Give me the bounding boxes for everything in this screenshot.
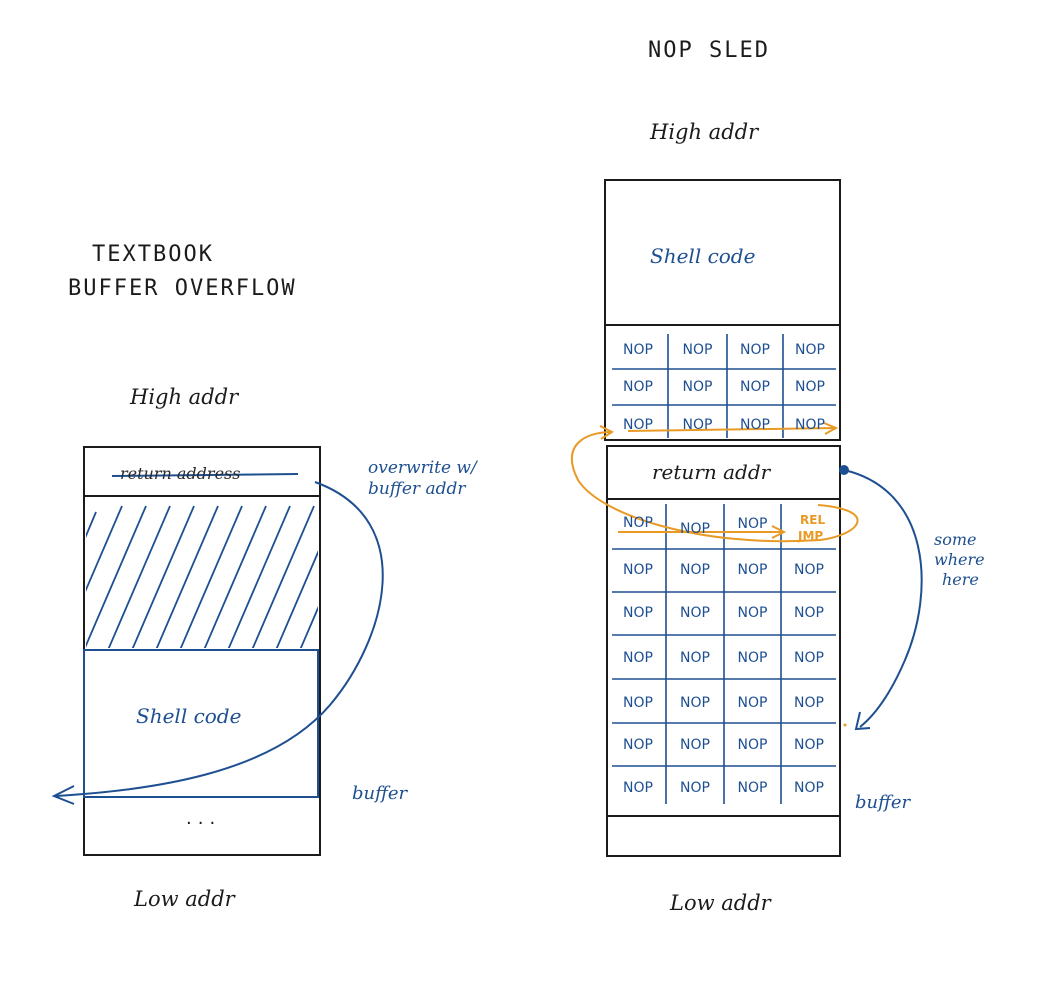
- nop-cell: NOP: [680, 780, 710, 796]
- jmp-label: JMP: [798, 529, 824, 543]
- nop-cell: NOP: [623, 342, 653, 358]
- left-title-line1: TEXTBOOK: [92, 242, 214, 267]
- right-bottom-nop-grid: [612, 504, 836, 804]
- nop-cell: NOP: [682, 417, 713, 433]
- nop-cell: NOP: [737, 516, 768, 532]
- nop-cell: NOP: [795, 417, 825, 433]
- right-stray-dot: [843, 723, 847, 727]
- nop-cell: NOP: [682, 342, 713, 358]
- left-ellipsis: ...: [186, 808, 222, 829]
- nop-cell: NOP: [680, 695, 710, 711]
- nop-cell: NOP: [682, 379, 713, 395]
- nop-cell: NOP: [794, 562, 824, 578]
- left-shell-code-label: Shell code: [136, 704, 242, 728]
- nop-cell: NOP: [623, 379, 653, 395]
- nop-cell: NOP: [795, 379, 825, 395]
- left-shellcode-box: [83, 649, 319, 798]
- right-low-addr-label: Low addr: [670, 891, 771, 915]
- nop-cell: NOP: [794, 650, 824, 666]
- left-jump-arrow: [51, 481, 384, 805]
- right-shell-code-label: Shell code: [650, 244, 756, 268]
- left-buffer-label: buffer: [352, 783, 408, 804]
- nop-cell: NOP: [623, 650, 653, 666]
- right-buffer-label: buffer: [855, 792, 911, 813]
- somewhere-note-line3: here: [942, 570, 979, 589]
- nop-cell: NOP: [794, 605, 824, 621]
- nop-cell: NOP: [740, 342, 770, 358]
- nop-cell: NOP: [795, 342, 825, 358]
- rel-label: REL: [800, 513, 826, 527]
- nop-cell: NOP: [680, 605, 710, 621]
- right-high-addr-label: High addr: [650, 120, 759, 144]
- nop-cell: NOP: [737, 695, 768, 711]
- nop-cell: NOP: [737, 562, 768, 578]
- nop-cell: NOP: [737, 650, 768, 666]
- nop-cell: NOP: [740, 417, 770, 433]
- nop-cell: NOP: [623, 695, 653, 711]
- nop-cell: NOP: [623, 737, 653, 753]
- nop-cell: NOP: [737, 605, 768, 621]
- left-high-addr-label: High addr: [130, 385, 239, 409]
- right-somewhere-arrow: [839, 465, 923, 731]
- nop-cell: NOP: [740, 379, 770, 395]
- nop-cell: NOP: [737, 780, 768, 796]
- left-low-addr-label: Low addr: [134, 887, 235, 911]
- right-stack-frame: [604, 179, 841, 857]
- nop-cell: NOP: [623, 562, 653, 578]
- right-title: NOP SLED: [648, 38, 770, 63]
- nop-cell: NOP: [737, 737, 768, 753]
- somewhere-note-line1: some: [934, 530, 977, 549]
- nop-cell: NOP: [794, 695, 824, 711]
- right-top-nop-grid: [612, 334, 836, 438]
- left-return-address-label: return address: [120, 464, 241, 483]
- orange-relative-jump-loop: [571, 422, 859, 543]
- nop-cell: NOP: [623, 417, 653, 433]
- nop-cell: NOP: [680, 562, 710, 578]
- somewhere-note-line2: where: [934, 550, 985, 569]
- nop-cell: NOP: [680, 521, 710, 537]
- right-return-addr-label: return addr: [652, 460, 771, 484]
- nop-cell: NOP: [794, 780, 824, 796]
- nop-cell: NOP: [794, 737, 824, 753]
- overwrite-note-line2: buffer addr: [368, 479, 466, 499]
- left-title-line2: BUFFER OVERFLOW: [68, 276, 297, 301]
- nop-cell: NOP: [623, 605, 653, 621]
- nop-cell: NOP: [680, 650, 710, 666]
- return-address-strikethrough: [111, 473, 299, 477]
- left-hatched-overflow-region: [86, 505, 318, 648]
- nop-cell: NOP: [623, 780, 653, 796]
- nop-cell: NOP: [680, 737, 710, 753]
- nop-cell: NOP: [623, 515, 653, 531]
- overwrite-note-line1: overwrite w/: [368, 458, 477, 478]
